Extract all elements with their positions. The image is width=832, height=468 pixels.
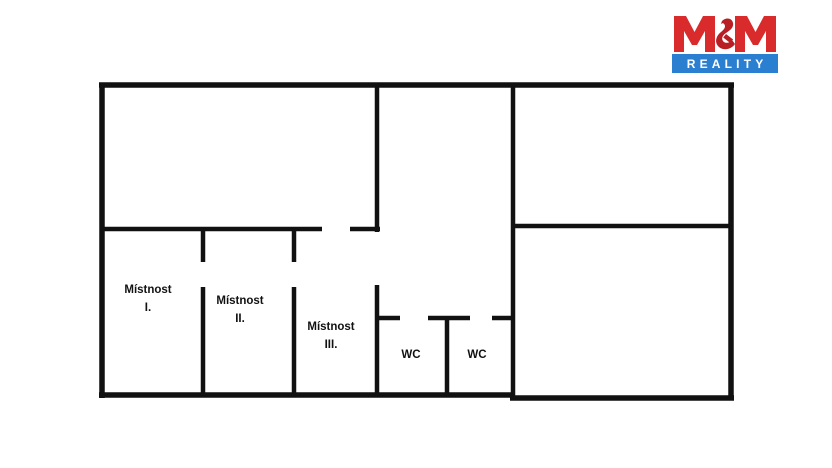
logo-reality-bar: REALITY bbox=[672, 54, 778, 73]
mm-logo-mark-icon bbox=[674, 16, 776, 52]
room-label-text: Místnost bbox=[307, 321, 354, 333]
room-label-text: WC bbox=[467, 349, 486, 361]
room-label-text: Místnost bbox=[216, 295, 263, 307]
room-label-number: II. bbox=[235, 313, 245, 325]
room-label-wc-1: WC bbox=[401, 349, 420, 361]
room-label-text: WC bbox=[401, 349, 420, 361]
room-label-number: III. bbox=[325, 339, 338, 351]
logo-reality-text: REALITY bbox=[686, 56, 768, 71]
room-label-number: I. bbox=[145, 302, 151, 314]
walls-layer bbox=[99, 82, 734, 401]
room-label-wc-2: WC bbox=[467, 349, 486, 361]
mm-reality-logo: REALITY bbox=[672, 14, 778, 74]
room-label-text: Místnost bbox=[124, 284, 171, 296]
